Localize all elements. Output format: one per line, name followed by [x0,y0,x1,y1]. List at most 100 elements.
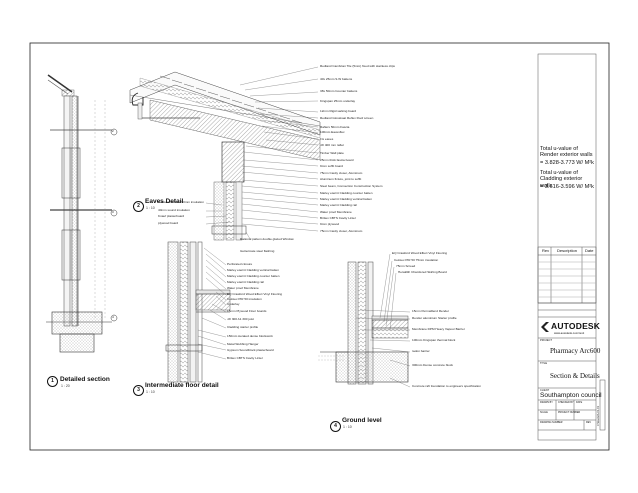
detailed-section-view [46,74,118,353]
autodesk-logo [541,322,549,332]
project-name: Pharmacy Arc600 [550,347,601,355]
ground-label: 75mm Screed [396,264,416,268]
ground-label: 300mm Dense concrete block [412,363,453,367]
eaves-label: Timber Wall plate [320,151,344,155]
render-uvalue-title: Total u-value of Render exterior walls [540,146,593,159]
ground-label: Heraklith Chamfered Skirting Board [398,270,447,274]
drawn-by-label: DRAWN BY [540,401,553,404]
floor-label: Cladding starter profile [227,325,259,329]
eaves-label: 9mm soffit board [320,164,343,168]
floor-label: EQ Crawford Wood Effect Vinyl Flooring [227,292,283,296]
eaves-label: Kingspan 25mm underlay [320,99,356,103]
eaves-label: 75mm Cavity closer, Aluminum [320,171,363,175]
eaves-label: 75mm Cavity closer, Aluminum [320,229,363,233]
eaves-label: JJI 400 mm rafter [320,143,345,147]
section-marker-b: 3 [112,210,114,214]
floor-label: JJI 300 A1 300 joist [227,317,254,321]
client-name: Southampton council [540,392,602,399]
eaves-label: Marley eternit Cladding vertical batten [320,197,372,201]
ground-label: EQ Crawford Wood Effect Vinyl Flooring [392,251,448,255]
date-label: DATE [576,401,583,404]
floor-label: Brittex CBTS Cavity Lintel [227,356,263,360]
title-label: TITLE [540,362,548,365]
eaves-left-label: Celotex PIR 50 150mm insulation [158,200,204,204]
ground-label: 100mm Kingspan thermal block [412,338,456,342]
side-code: C:\Users\A-01-01 [597,405,600,426]
eaves-label: Water proof Membrane [320,210,352,214]
eaves-detail-view [129,66,321,241]
title-block [537,53,606,441]
floor-label: Underlay [227,302,240,306]
description-header: Description [557,248,578,253]
project-number-label: PROJECT NUMBER [558,411,581,414]
client-label: CLIENT [540,389,550,392]
date-header: Date [585,248,594,253]
eaves-label: Steel beam, Connection Construction Syst… [320,184,383,188]
eaves-detail-title: Eaves Detail [145,198,184,205]
sheet-title: Section & Details [550,372,600,380]
drawing-number-label: DRAWING NUMBER [540,421,563,424]
view-number-3: 3 [133,385,144,396]
view-number-2: 2 [133,201,144,212]
floor-label: 15mm Plywood Floor boards [227,309,267,313]
eaves-label: Rational pabum double glazed Window [240,237,294,241]
floor-label: Perforated closure [227,262,253,266]
intermediate-floor-title: Intermediate floor detail [145,382,219,389]
floor-label: Marley eternit Cladding counter batten [227,274,280,278]
ground-level-view [318,253,411,388]
eaves-label: Marley eternit Cladding rail [320,203,357,207]
eaves-label: Guttermate steel flashing [240,249,275,253]
cladding-uvalue-title: Total u-value of Cladding exterior walls [540,170,583,189]
intermediate-floor-view [165,241,231,383]
ground-level-scale: 1 : 10 [343,425,352,429]
ground-level-title: Ground level [342,417,382,424]
section-marker-a: 2 [112,129,114,133]
project-label: PROJECT [540,339,553,342]
eaves-label: 25mm thick fascia board [320,158,354,162]
eaves-label: Redland Glosskoat Reflex Roof screen [320,116,374,120]
floor-label: Gypsum Soundblock plasterboard [227,348,274,352]
eaves-label: 12mm Rigid sarking board [320,109,357,113]
floor-label: Marley eternit Cladding rail [227,280,264,284]
rev-label: REV [586,421,591,424]
eaves-left-label: plywood board [158,221,179,225]
render-uvalue: = 3.828-3.773 W/ M²k [540,160,594,166]
ground-label: Membrane DPM Heavy Vapour Barrier [412,327,465,331]
cladding-uvalue: = 3.616-3.596 W/ M²k [540,184,594,190]
eaves-detail-scale: 1 : 10 [146,206,155,210]
view-number-1: 1 [47,376,58,387]
eaves-label: Aluminum fixture, joint to soffit [320,177,362,181]
eaves-label: 38x 50mm Counter battens [320,89,358,93]
detailed-section-title: Detailed section [60,376,110,383]
eaves-left-label: Knauf plasterboard [158,214,185,218]
ground-label: Render aluminium Starter profile [412,316,457,320]
eaves-label: 40x 25mm S.W battens [320,77,353,81]
ground-label: Concrete raft foundation to engineers sp… [412,384,481,388]
scale-label: SCALE [540,411,548,414]
floor-label: Water proof Membrane [227,286,259,290]
intermediate-floor-scale: 1 : 10 [146,390,155,394]
autodesk-url: www.autodesk.com/revit [554,331,585,335]
detailed-section-scale: 1 : 20 [61,384,70,388]
eaves-label: 9mm plywood [320,222,340,226]
rev-header: Rev [542,248,550,253]
section-marker-c: 4 [112,315,114,319]
eaves-label: Brittex CBTS Cavity Lintel [320,216,356,220]
autodesk-brand: AUTODESK [551,321,601,331]
eaves-label: 100mm Eavesflex [320,130,345,134]
eaves-label: Rafters 50mm Fascia [320,125,350,129]
eaves-label: Redland Cambrian Tile (5mm) fixed with s… [320,64,395,68]
ground-label: Celotex PIR 50 75mm insulation [394,258,439,262]
eaves-label: Marley eternit Cladding counter batten [320,191,373,195]
sheet-border [29,42,610,451]
ground-label: radon barrier [412,349,430,353]
eaves-label: Fix eaves [320,137,334,141]
floor-label: Marley eternit Cladding vertical batten [227,268,279,272]
floor-label: Celotex PIR 50 insulation [227,297,262,301]
ground-label: 15mm PermaRend Render [412,309,449,313]
view-number-4: 4 [330,421,341,432]
floor-label: Metal Webbing Hanger [227,342,259,346]
checked-by-label: CHECKED BY [558,401,574,404]
